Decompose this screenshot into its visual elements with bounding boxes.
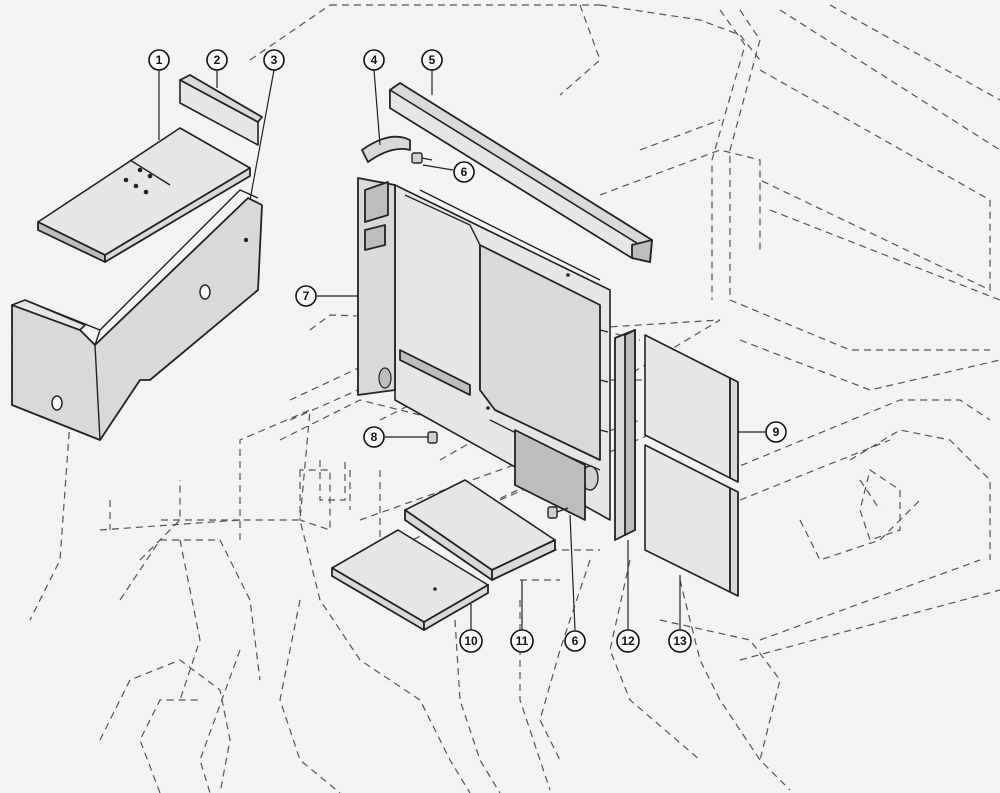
leader-lines bbox=[158, 69, 765, 631]
callout-4: 4 bbox=[363, 49, 385, 71]
part-10-floor-mat bbox=[331, 529, 489, 631]
part-5-top-bar bbox=[389, 82, 653, 263]
svg-text:12: 12 bbox=[621, 634, 635, 648]
svg-text:6: 6 bbox=[461, 165, 468, 179]
callout-10: 10 bbox=[459, 629, 483, 653]
part-4-bracket bbox=[361, 135, 411, 163]
part-8-clip bbox=[427, 431, 438, 444]
part-9-upper-side-pad bbox=[644, 334, 739, 483]
part-2-pad bbox=[179, 74, 263, 146]
callout-8: 8 bbox=[363, 426, 385, 448]
svg-text:10: 10 bbox=[464, 634, 478, 648]
part-11-floor-mat bbox=[404, 479, 556, 581]
callout-9: 9 bbox=[765, 421, 787, 443]
svg-text:4: 4 bbox=[371, 53, 378, 67]
callout-7: 7 bbox=[295, 285, 317, 307]
part-1-armrest-cushion bbox=[37, 127, 251, 263]
callout-11: 11 bbox=[510, 629, 534, 653]
callout-6-top: 6 bbox=[453, 161, 475, 183]
part-12-side-strip bbox=[614, 329, 636, 541]
svg-text:13: 13 bbox=[673, 634, 687, 648]
callout-6-lower: 6 bbox=[564, 630, 586, 652]
svg-text:9: 9 bbox=[773, 425, 780, 439]
part-6-bolt-lower bbox=[547, 506, 569, 519]
callout-2: 2 bbox=[206, 49, 228, 71]
callout-13: 13 bbox=[668, 629, 692, 653]
callout-12: 12 bbox=[616, 629, 640, 653]
svg-text:3: 3 bbox=[271, 53, 278, 67]
svg-text:5: 5 bbox=[429, 53, 436, 67]
callout-1: 1 bbox=[148, 49, 170, 71]
part-13-lower-side-pad bbox=[644, 444, 739, 597]
svg-text:6: 6 bbox=[572, 634, 579, 648]
callout-5: 5 bbox=[421, 49, 443, 71]
svg-text:1: 1 bbox=[156, 53, 163, 67]
svg-text:8: 8 bbox=[371, 430, 378, 444]
part-7-back-panel bbox=[394, 184, 611, 521]
part-3-console-panel bbox=[11, 189, 263, 441]
svg-text:7: 7 bbox=[303, 289, 310, 303]
svg-text:11: 11 bbox=[516, 634, 529, 648]
callout-3: 3 bbox=[263, 49, 285, 71]
svg-text:2: 2 bbox=[214, 53, 221, 67]
part-7-side-strip bbox=[357, 177, 396, 396]
part-6-bolt-top bbox=[411, 152, 433, 164]
